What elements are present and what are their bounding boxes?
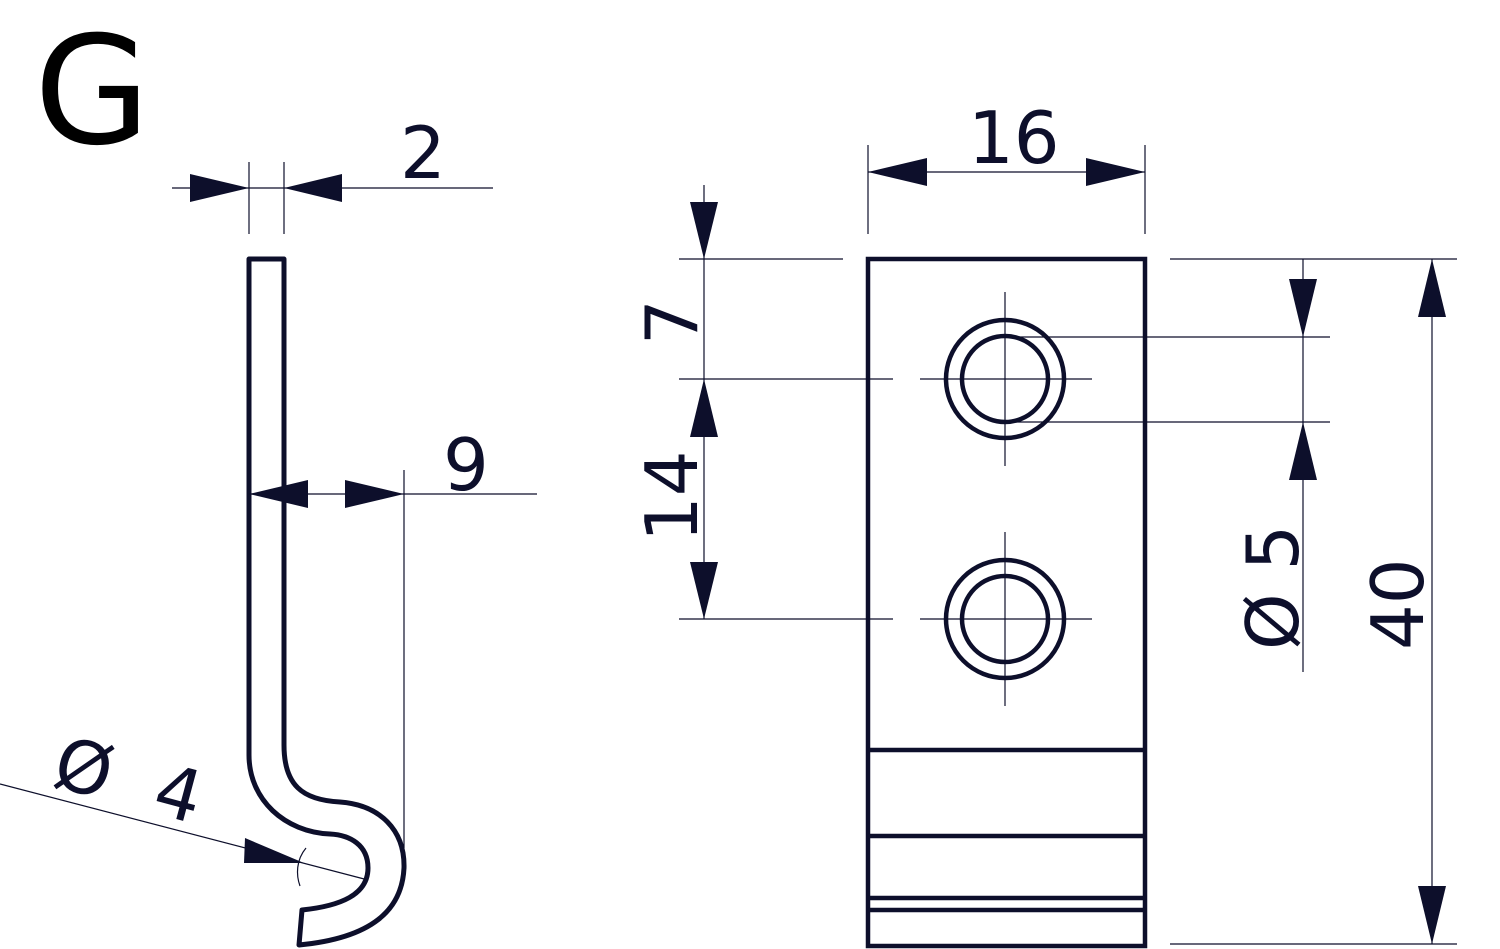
length-dimension-label: 40 <box>1356 558 1440 650</box>
hook-diameter-value: 4 <box>146 747 212 840</box>
hole-position-dimensions: 7 14 <box>630 185 893 620</box>
plate-outline <box>865 256 1148 949</box>
hook-diameter-dimension: Ø 4 <box>0 720 369 887</box>
bottom-hole <box>920 532 1092 706</box>
thickness-dimension: 2 <box>172 111 493 234</box>
top-hole <box>920 292 1092 466</box>
hole-diameter-label: Ø 5 <box>1231 525 1315 650</box>
hook-offset-dimension-label: 9 <box>443 423 489 507</box>
width-dimension-label: 16 <box>968 96 1060 180</box>
view-label: G <box>34 5 150 179</box>
side-view: 2 9 Ø 4 <box>0 111 537 948</box>
hole-top-offset-label: 7 <box>630 299 714 345</box>
width-dimension: 16 <box>867 96 1146 234</box>
hole-spacing-label: 14 <box>630 450 714 542</box>
hook-offset-dimension: 9 <box>249 423 537 848</box>
hole-diameter-dimension: Ø 5 <box>1005 259 1330 672</box>
thickness-dimension-label: 2 <box>400 111 446 195</box>
hook-diameter-symbol: Ø <box>46 720 122 816</box>
hook-profile-outline <box>246 256 407 948</box>
length-dimension: 40 <box>1170 258 1457 945</box>
front-view: 16 7 14 Ø 5 <box>630 96 1457 949</box>
